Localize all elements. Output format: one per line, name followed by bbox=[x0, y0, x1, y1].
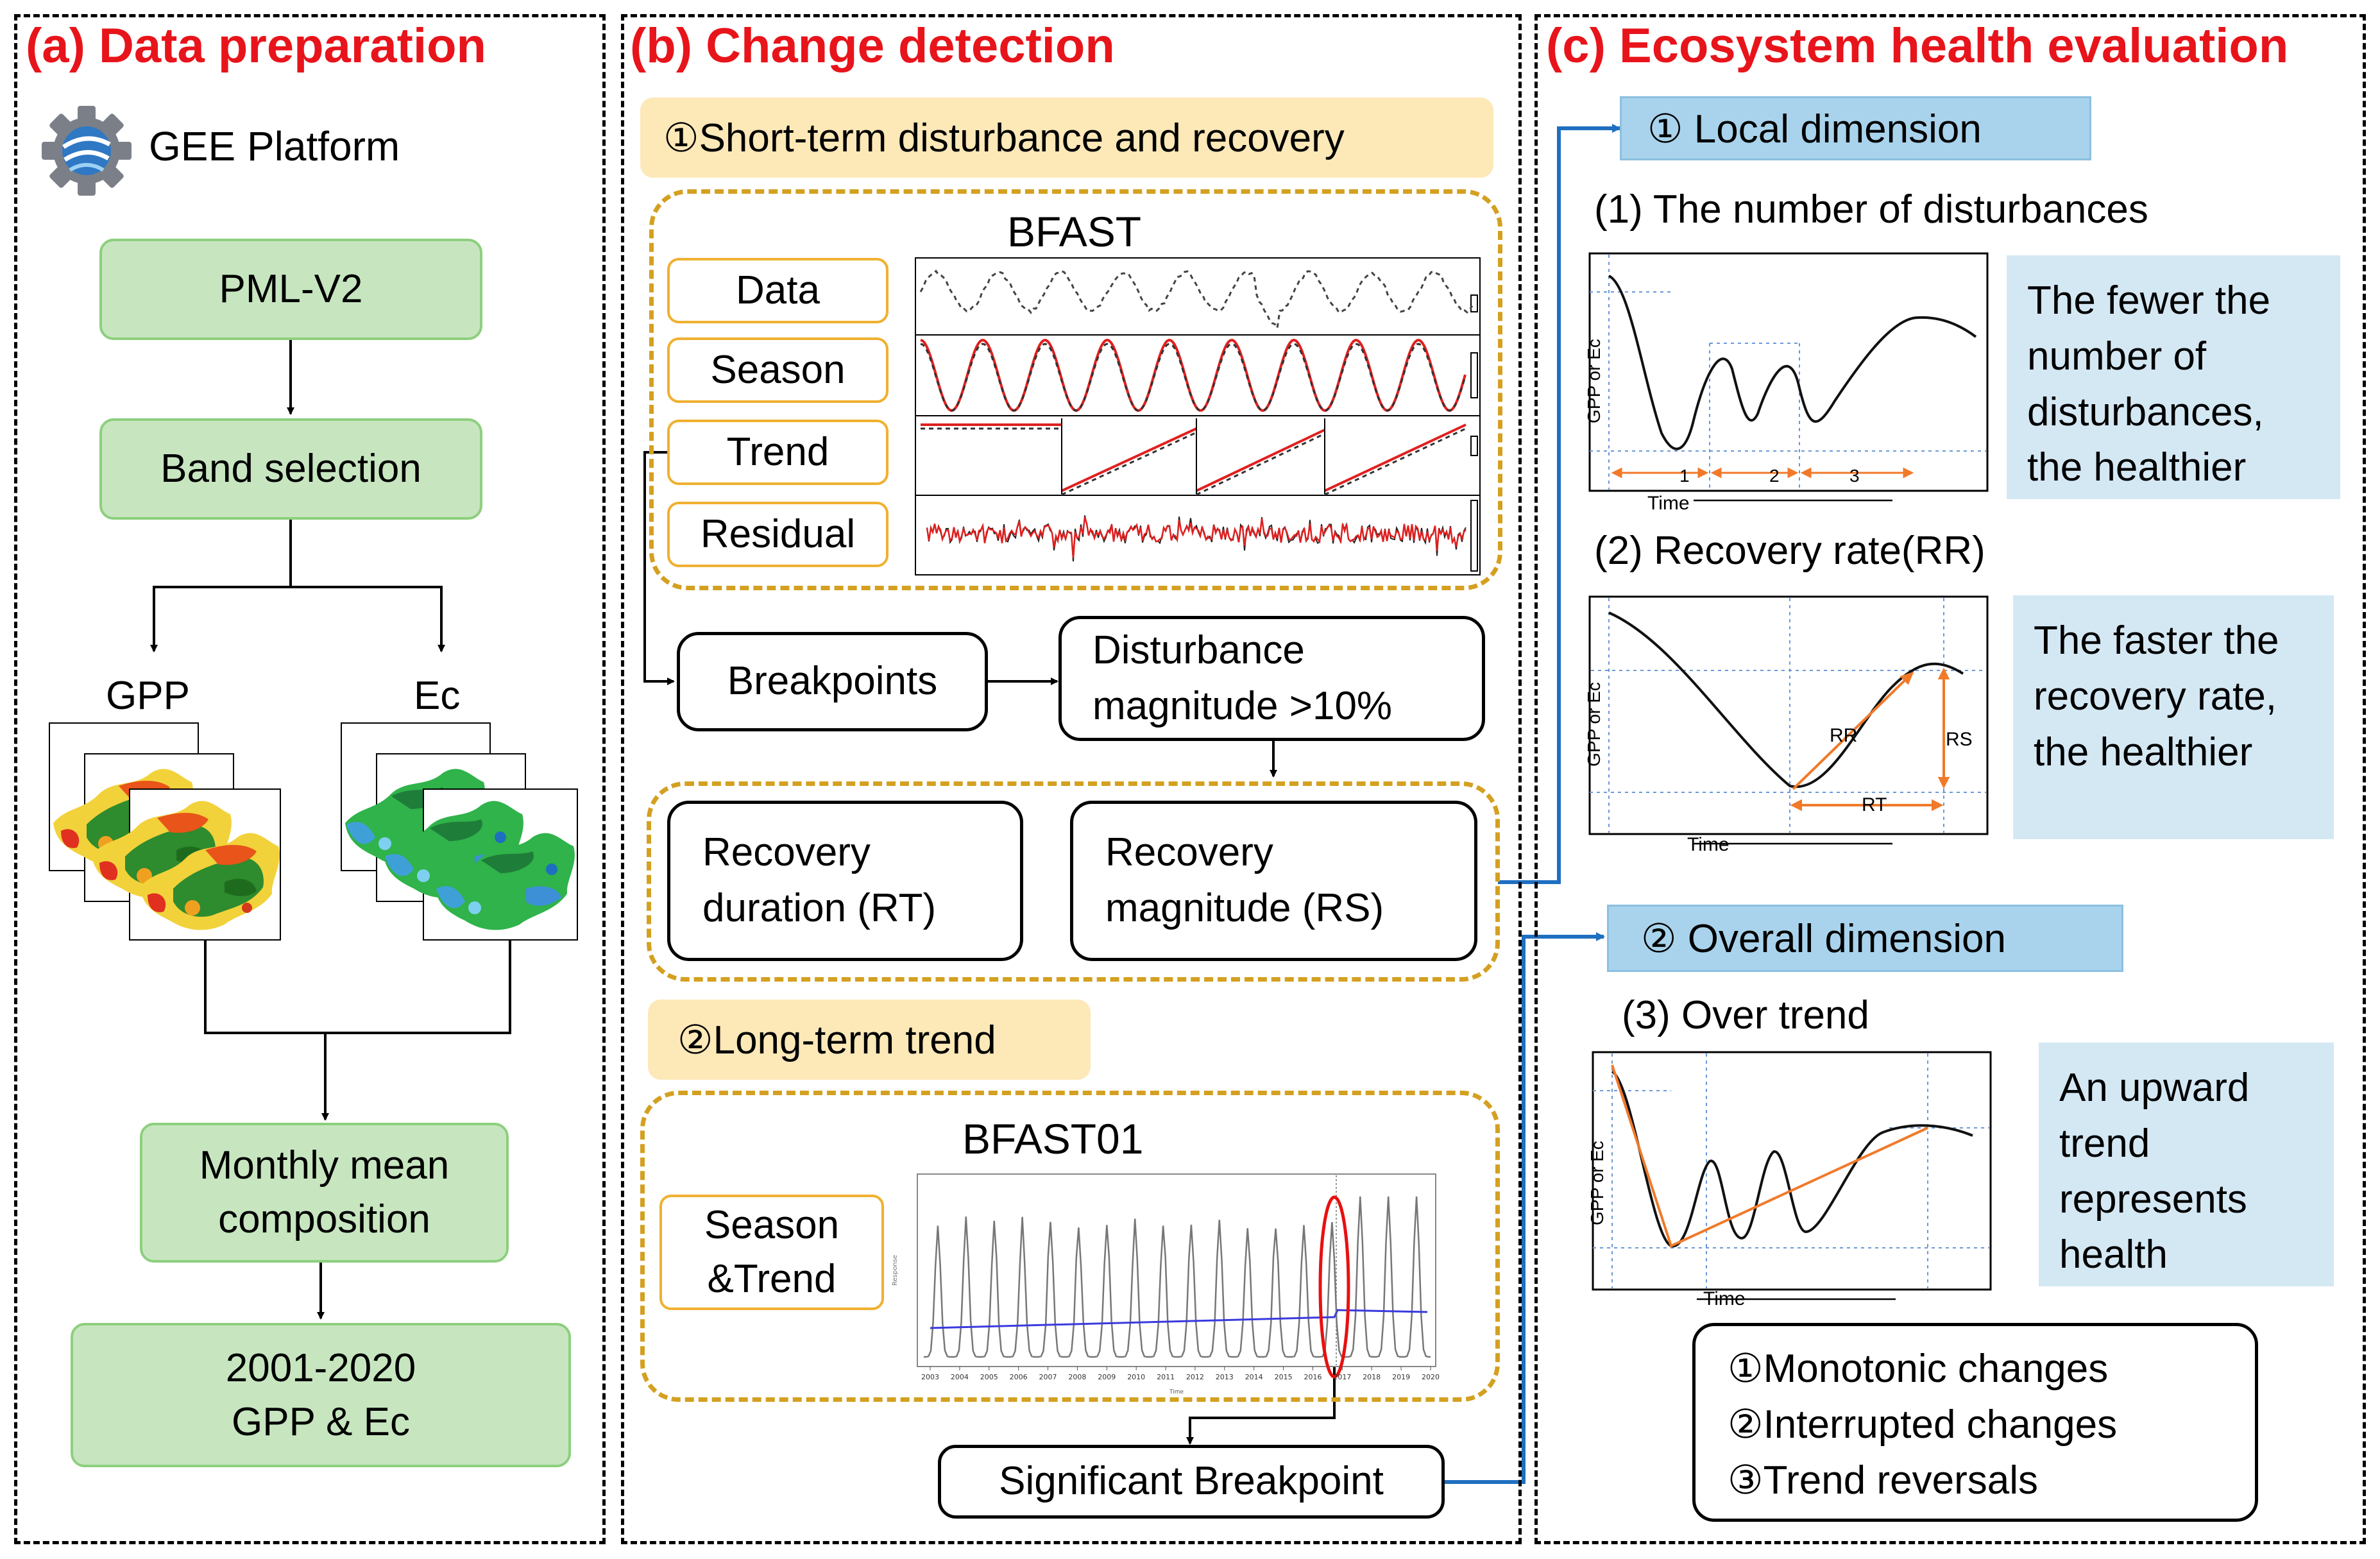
bfast-decomposition-plot bbox=[915, 257, 1481, 575]
breakpoints-box: Breakpoints bbox=[677, 632, 988, 731]
bfast01-year-tick: 2015 bbox=[1275, 1373, 1293, 1381]
bfast01-year-tick: 2017 bbox=[1333, 1373, 1351, 1381]
bfast01-year-tick: 2018 bbox=[1363, 1373, 1381, 1381]
arrow-trend-to-breakpoints bbox=[643, 451, 675, 685]
item-recovery-rate: (2) Recovery rate(RR) bbox=[1594, 529, 1985, 573]
bfast01-year-tick: 2011 bbox=[1157, 1373, 1175, 1381]
ec-map-stack bbox=[341, 722, 578, 941]
recovery-duration-box: Recovery duration (RT) bbox=[667, 801, 1023, 961]
chart2-yaxis-label: GPP or Ec bbox=[1584, 682, 1604, 767]
arrow-recovery-to-local bbox=[1498, 124, 1621, 884]
bfast01-year-tick: 2013 bbox=[1216, 1373, 1234, 1381]
component-trend: Trend bbox=[667, 420, 888, 485]
chart1-yaxis-label: GPP or Ec bbox=[1584, 339, 1604, 423]
note-faster-recovery: The faster the recovery rate, the health… bbox=[2013, 595, 2334, 839]
chart1-count-2: 2 bbox=[1769, 466, 1780, 486]
gpp-map-stack bbox=[49, 722, 281, 941]
bfast01-year-tick: 2004 bbox=[951, 1373, 969, 1381]
change-type-reversal: ③Trend reversals bbox=[1728, 1458, 2038, 1503]
arrow-significant-to-overall bbox=[1443, 932, 1605, 1484]
component-residual: Residual bbox=[667, 502, 888, 567]
recovery-magnitude-box: Recovery magnitude (RS) bbox=[1070, 801, 1477, 961]
change-type-monotonic: ①Monotonic changes bbox=[1728, 1347, 2109, 1391]
panel-c-title: (c) Ecosystem health evaluation bbox=[1546, 19, 2289, 73]
disturbance-count-chart bbox=[1588, 252, 1989, 502]
chart2-xaxis-label: Time bbox=[1687, 834, 1730, 855]
chart1-count-3: 3 bbox=[1849, 466, 1860, 486]
arrow-band-split bbox=[150, 520, 292, 652]
bfast01-year-tick: 2020 bbox=[1422, 1373, 1440, 1381]
monthly-mean-box: Monthly mean composition bbox=[140, 1123, 509, 1263]
bfast01-year-tick: 2014 bbox=[1245, 1373, 1263, 1381]
gee-gear-icon bbox=[42, 106, 132, 196]
local-dimension-bar: ① Local dimension bbox=[1620, 96, 2091, 160]
bfast01-year-tick: 2016 bbox=[1304, 1373, 1322, 1381]
bfast01-group bbox=[640, 1091, 1500, 1402]
bfast01-year-tick: 2010 bbox=[1127, 1373, 1145, 1381]
component-data: Data bbox=[667, 258, 888, 323]
arrow-band-to-ec bbox=[291, 586, 445, 652]
disturbance-box: Disturbance magnitude >10% bbox=[1058, 616, 1485, 741]
note-fewer-disturbances: The fewer the number of disturbances, th… bbox=[2007, 255, 2340, 499]
bfast01-title: BFAST01 bbox=[962, 1115, 1144, 1163]
item-over-trend: (3) Over trend bbox=[1622, 993, 1869, 1037]
bfast01-year-tick: 2008 bbox=[1068, 1373, 1086, 1381]
panel-b-title: (b) Change detection bbox=[630, 19, 1115, 73]
bfast-title: BFAST bbox=[1007, 208, 1142, 255]
chart1-count-1: 1 bbox=[1679, 466, 1690, 486]
chart2-rt-label: RT bbox=[1862, 794, 1887, 815]
svg-text:Response: Response bbox=[892, 1255, 899, 1286]
season-trend-box: Season &Trend bbox=[659, 1195, 884, 1310]
panel-a-title: (a) Data preparation bbox=[26, 19, 486, 73]
gee-platform-label: GEE Platform bbox=[149, 123, 400, 169]
years-gpp-ec-box: 2001-2020 GPP & Ec bbox=[71, 1323, 571, 1467]
long-term-header: ②Long-term trend bbox=[648, 1000, 1091, 1080]
short-term-header: ①Short-term disturbance and recovery bbox=[640, 98, 1493, 178]
over-trend-chart bbox=[1592, 1051, 1992, 1300]
gpp-label: GPP bbox=[106, 674, 190, 718]
panel-ecosystem-health bbox=[1534, 14, 2366, 1544]
bfast-group bbox=[649, 189, 1502, 590]
panel-data-preparation bbox=[14, 14, 606, 1544]
item-number-of-disturbances: (1) The number of disturbances bbox=[1594, 187, 2148, 232]
bfast01-year-tick: 2003 bbox=[921, 1373, 939, 1381]
change-type-interrupted: ②Interrupted changes bbox=[1728, 1402, 2118, 1447]
bfast01-plot: Response 2003 2004 2005 2006 2007 2008 2009 201… bbox=[892, 1173, 1440, 1395]
panel-change-detection bbox=[621, 14, 1522, 1544]
merge-lines bbox=[204, 933, 511, 1034]
overall-dimension-bar: ② Overall dimension bbox=[1607, 905, 2123, 972]
chart2-rs-label: RS bbox=[1946, 729, 1973, 750]
bfast01-year-tick: 2007 bbox=[1039, 1373, 1057, 1381]
note-upward-trend: An upward trend represents health bbox=[2039, 1043, 2334, 1286]
chart3-yaxis-label: GPP or Ec bbox=[1587, 1141, 1607, 1225]
significant-breakpoint-box: Significant Breakpoint bbox=[938, 1445, 1445, 1519]
bfast01-year-tick: 2009 bbox=[1098, 1373, 1116, 1381]
chart2-rr-label: RR bbox=[1830, 725, 1858, 746]
ec-label: Ec bbox=[414, 674, 461, 718]
change-types-box: ①Monotonic changes ②Interrupted changes … bbox=[1692, 1323, 2258, 1522]
bfast01-year-tick: 2019 bbox=[1392, 1373, 1410, 1381]
bfast01-year-tick: 2005 bbox=[980, 1373, 998, 1381]
recovery-group bbox=[647, 781, 1500, 982]
bfast01-year-tick: 2012 bbox=[1186, 1373, 1204, 1381]
recovery-rate-chart bbox=[1588, 595, 1989, 845]
band-selection-box: Band selection bbox=[99, 418, 482, 520]
svg-text:Time: Time bbox=[1169, 1389, 1184, 1395]
bfast01-year-tick: 2006 bbox=[1010, 1373, 1028, 1381]
chart1-xaxis-label: Time bbox=[1647, 493, 1690, 514]
component-season: Season bbox=[667, 337, 888, 403]
pml-v2-box: PML-V2 bbox=[99, 239, 482, 340]
chart3-xaxis-label: Time bbox=[1703, 1288, 1746, 1309]
